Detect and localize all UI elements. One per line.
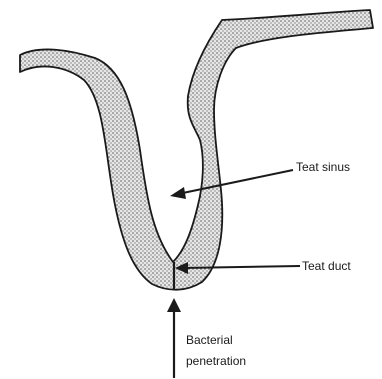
teat-duct-label: Teat duct [302, 259, 351, 273]
teat-sinus-arrowhead [170, 187, 186, 199]
teat-sinus-arrow-shaft [178, 170, 293, 194]
bacterial-penetration-arrowhead [167, 298, 181, 312]
bacterial-penetration-label-line2: penetration [186, 354, 246, 368]
bacterial-penetration-label-line1: Bacterial [186, 333, 233, 347]
teat-sinus-label: Teat sinus [296, 160, 350, 174]
teat-wall [20, 10, 373, 290]
